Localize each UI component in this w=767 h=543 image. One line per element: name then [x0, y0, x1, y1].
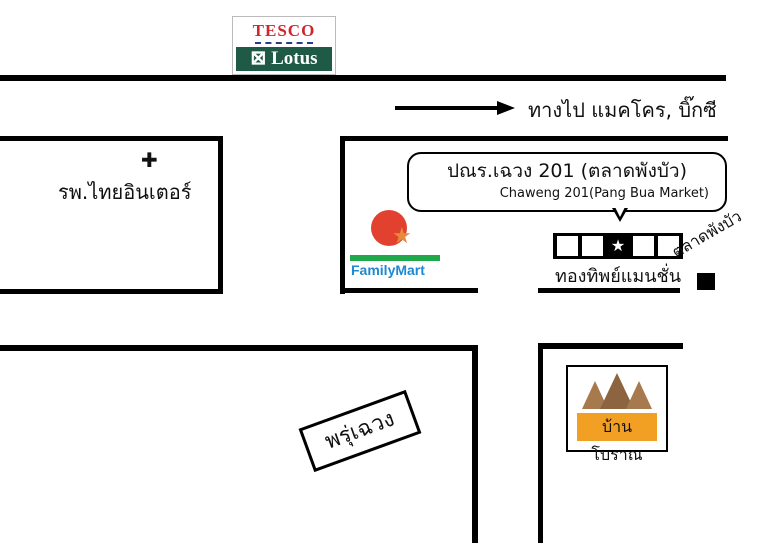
- destination-thai: ปณร.เฉวง 201 (ตลาดพังบัว): [446, 160, 687, 182]
- road-lower-left-right: [472, 345, 478, 543]
- road-gold-shop: [538, 288, 680, 293]
- destination-star-icon: ★: [607, 236, 629, 256]
- destination-english: Chaweng 201(Pang Bua Market): [499, 186, 709, 201]
- tesco-stripes: [255, 42, 313, 48]
- hospital-label: รพ.ไทยอินเตอร์: [58, 180, 192, 204]
- familymart-mascot-icon: [371, 210, 407, 246]
- ban-boran-box: บ้านโบราณ: [566, 365, 668, 464]
- market-square-icon: [697, 273, 715, 290]
- hospital-cross-icon: ✚: [141, 148, 158, 172]
- shop-unit: [557, 236, 579, 256]
- tesco-lotus-logo: TESCO ⊠ Lotus: [232, 16, 336, 75]
- road-sign-label: พรุ่เฉวง: [321, 406, 398, 455]
- road-sign: พรุ่เฉวง: [298, 389, 422, 473]
- gold-shop-label: ทองทิพย์แมนชั่น: [555, 266, 682, 287]
- familymart-bar: [350, 255, 440, 261]
- shop-unit: [657, 236, 680, 256]
- ban-boran-label: บ้านโบราณ: [577, 413, 657, 464]
- direction-arrow-icon: [395, 106, 499, 110]
- road-left-block-top: [0, 136, 222, 141]
- road-mid-block-left: [340, 136, 345, 294]
- road-lower-left-top: [0, 345, 478, 351]
- shop-unit: [632, 236, 654, 256]
- direction-label: ทางไป แมคโคร, บิ๊กซี: [528, 98, 717, 122]
- road-left-block-right: [218, 136, 223, 294]
- lotus-text: Lotus: [271, 48, 318, 69]
- destination-callout: ปณร.เฉวง 201 (ตลาดพังบัว) Chaweng 201(Pa…: [407, 152, 727, 212]
- shop-row: ★: [553, 233, 683, 259]
- thai-house-icon: [582, 371, 652, 409]
- arrow-head-icon: [497, 101, 515, 115]
- lotus-banner: ⊠ Lotus: [236, 47, 332, 71]
- road-mid-block-bottom: [340, 288, 478, 293]
- tesco-text: TESCO: [252, 21, 316, 40]
- star-icon: ★: [392, 224, 412, 249]
- road-mid-block-top: [340, 136, 728, 141]
- road-left-block-bottom: [0, 289, 223, 294]
- road-top: [0, 75, 726, 81]
- callout-tail-fill: [615, 207, 625, 217]
- road-lower-right-left: [538, 343, 543, 543]
- familymart-label: FamilyMart: [351, 262, 425, 278]
- shop-unit: [582, 236, 604, 256]
- road-lower-right-top: [538, 343, 683, 349]
